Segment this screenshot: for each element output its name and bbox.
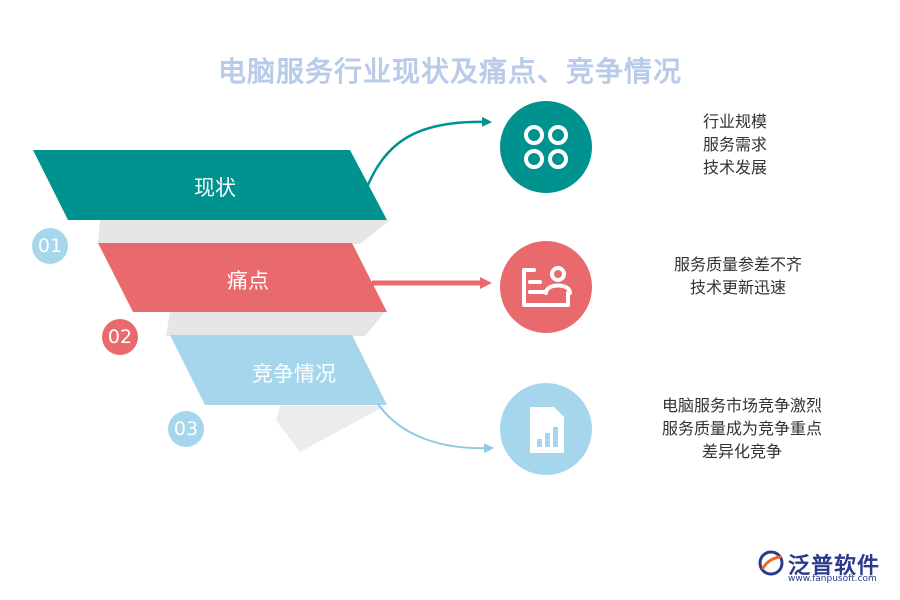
description-1-line-1: 行业规模 <box>702 112 768 131</box>
band-1 <box>33 150 387 220</box>
icon-circle-3 <box>500 383 592 475</box>
description-3-line-2: 服务质量成为竞争重点 <box>661 419 823 438</box>
description-3-line-1: 电脑服务市场竞争激烈 <box>661 396 823 415</box>
id-card-icon <box>522 266 572 307</box>
logo-url-text: www.fanpusoft.com <box>788 574 877 584</box>
brand-logo: 泛普软件 www.fanpusoft.com <box>758 546 888 586</box>
description-3-line-3: 差异化竞争 <box>701 442 783 461</box>
description-2-line-2: 技术更新迅速 <box>689 278 787 297</box>
four-circles-icon <box>524 125 568 169</box>
description-1: 行业规模 服务需求 技术发展 <box>703 110 767 179</box>
band-label-1: 现状 <box>194 176 236 200</box>
band-label-2: 痛点 <box>227 269 269 293</box>
fold-shadow-2 <box>166 312 385 336</box>
fold-shadow-1 <box>98 220 390 244</box>
number-badge-2: 02 <box>102 319 138 355</box>
fanpu-logo-icon <box>758 550 784 576</box>
chart-document-icon <box>530 407 564 453</box>
description-2: 服务质量参差不齐 技术更新迅速 <box>674 253 802 299</box>
band-3 <box>170 335 387 405</box>
description-2-line-1: 服务质量参差不齐 <box>673 255 803 274</box>
description-3: 电脑服务市场竞争激烈 服务质量成为竞争重点 差异化竞争 <box>662 394 822 463</box>
number-badge-1: 01 <box>32 228 68 264</box>
connector-arrow-1 <box>364 116 492 191</box>
description-1-line-3: 技术发展 <box>702 158 768 177</box>
icon-circle-2 <box>500 241 592 333</box>
logo-brand-text: 泛普软件 <box>788 554 881 579</box>
icon-circle-1 <box>500 101 592 193</box>
band-label-3: 竞争情况 <box>252 362 336 386</box>
connector-arrow-3 <box>377 403 494 454</box>
number-badge-3: 03 <box>168 411 204 447</box>
page-title: 电脑服务行业现状及痛点、竞争情况 <box>217 55 682 88</box>
description-1-line-2: 服务需求 <box>702 135 768 154</box>
band-2 <box>98 243 387 312</box>
fold-shadow-3 <box>276 406 385 452</box>
